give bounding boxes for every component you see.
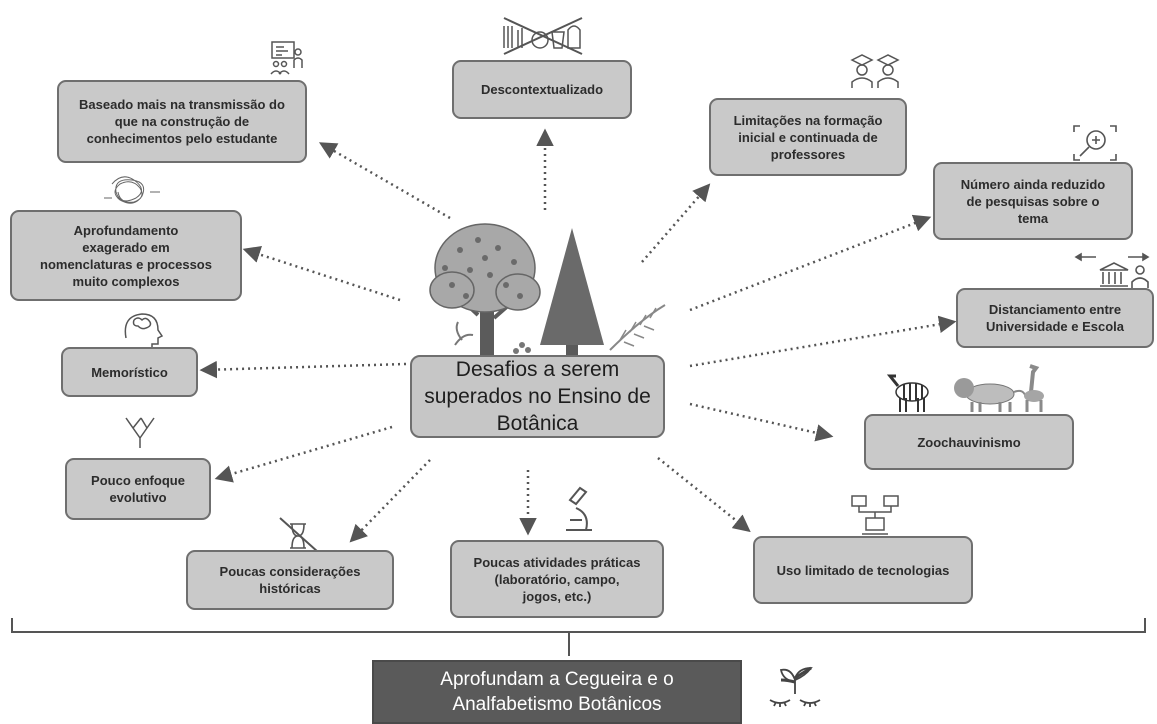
challenge-evolutivo: Pouco enfoque evolutivo bbox=[65, 458, 211, 520]
phylogenetic-tree-icon bbox=[125, 417, 155, 448]
magnifier-icon bbox=[1073, 125, 1117, 161]
arrow-to-formacao bbox=[641, 183, 711, 263]
brain-head-icon bbox=[124, 313, 164, 350]
arrow-to-distanciamento bbox=[689, 315, 957, 368]
microscope-icon bbox=[566, 486, 592, 531]
arrow-to-tecnologias bbox=[657, 457, 751, 533]
graduates-icon bbox=[850, 54, 900, 88]
arrow-to-historicas bbox=[349, 459, 431, 543]
sprout-closed-eyes-icon bbox=[769, 666, 821, 707]
challenge-zoochauvinismo: Zoochauvinismo bbox=[864, 414, 1074, 470]
challenge-memoristico: Memorístico bbox=[61, 347, 198, 397]
arrow-to-transmissao bbox=[318, 142, 451, 220]
giraffe-icon bbox=[1024, 364, 1044, 412]
central-topic: Desafios a serem superados no Ensino de … bbox=[410, 355, 665, 438]
arrow-to-memoristico bbox=[199, 360, 407, 379]
crossed-hourglass-icon bbox=[279, 517, 319, 553]
animals-icon bbox=[886, 364, 1044, 412]
bottom-brace bbox=[11, 618, 1146, 656]
lion-icon bbox=[954, 378, 1027, 412]
challenge-formacao: Limitações na formação inicial e continu… bbox=[709, 98, 907, 176]
challenge-transmissao: Baseado mais na transmissão do que na co… bbox=[57, 80, 307, 163]
challenge-nomenclaturas: Aprofundamento exagerado em nomenclatura… bbox=[10, 210, 242, 301]
challenge-praticas: Poucas atividades práticas (laboratório,… bbox=[450, 540, 664, 618]
trees-illustration bbox=[429, 223, 666, 367]
challenge-historicas: Poucas considerações históricas bbox=[186, 550, 394, 610]
tangled-scribble-icon bbox=[104, 176, 160, 204]
university-school-icon bbox=[1074, 252, 1150, 288]
computer-network-icon bbox=[851, 495, 899, 535]
conclusion-box: Aprofundam a Cegueira e o Analfabetismo … bbox=[372, 660, 742, 724]
crossed-out-objects-icon bbox=[503, 17, 583, 55]
challenge-tecnologias: Uso limitado de tecnologias bbox=[753, 536, 973, 604]
teacher-presentation-icon bbox=[270, 41, 303, 75]
challenge-pesquisas: Número ainda reduzido de pesquisas sobre… bbox=[933, 162, 1133, 240]
arrow-to-pesquisas bbox=[689, 214, 932, 312]
zebra-icon bbox=[886, 374, 929, 412]
arrow-to-nomenclaturas bbox=[242, 246, 401, 302]
arrows bbox=[199, 128, 957, 543]
arrow-to-evolutivo bbox=[214, 425, 393, 483]
challenge-descontextualizado: Descontextualizado bbox=[452, 60, 632, 119]
challenge-distanciamento: Distanciamento entre Universidade e Esco… bbox=[956, 288, 1154, 348]
arrow-to-zoochauvinismo bbox=[689, 402, 834, 442]
